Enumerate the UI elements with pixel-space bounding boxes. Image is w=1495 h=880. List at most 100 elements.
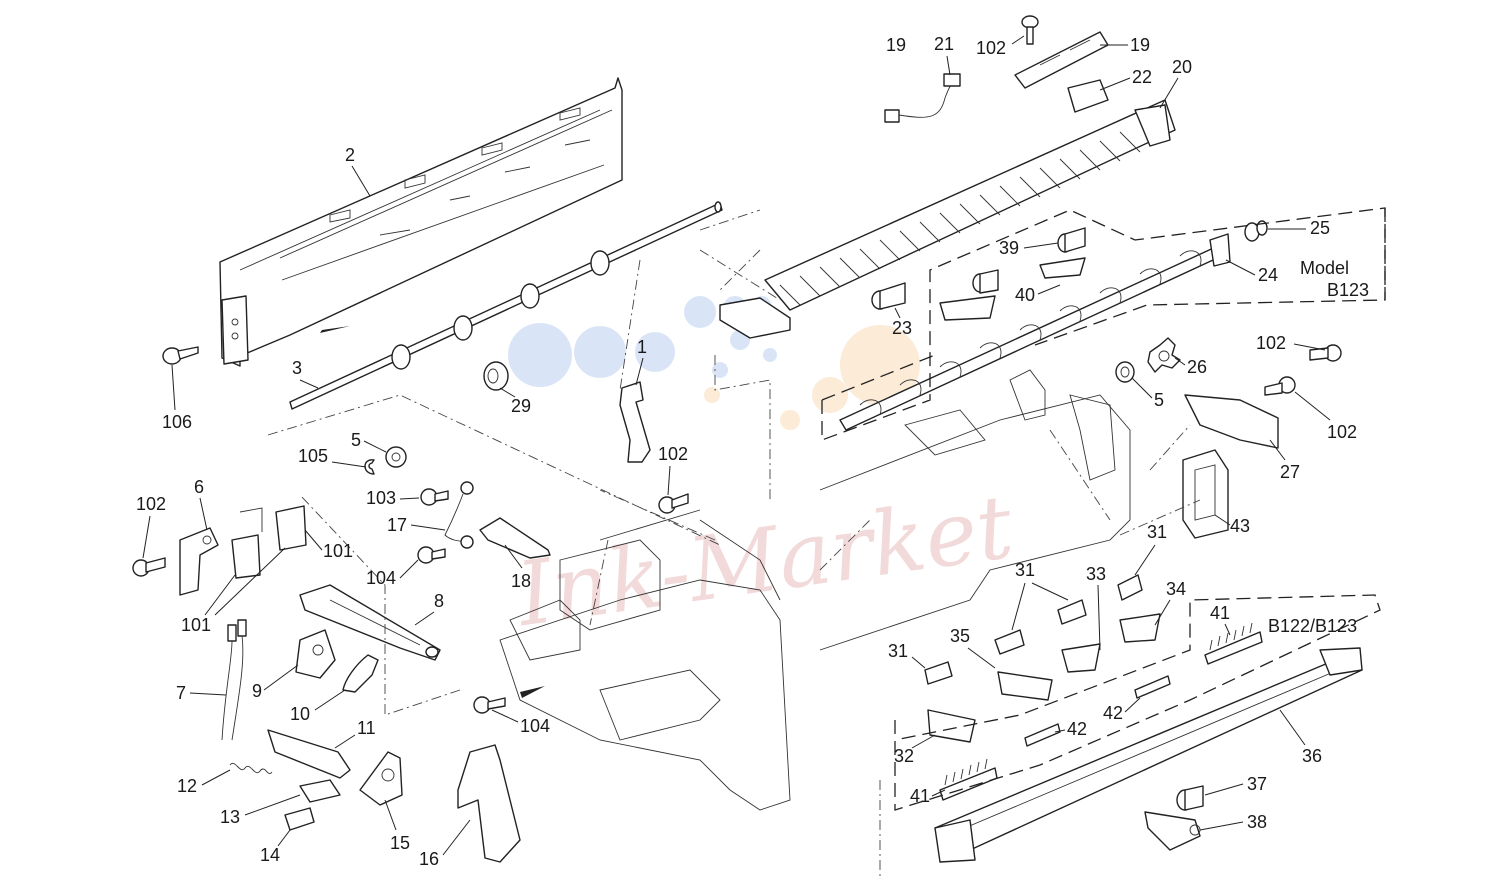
callout-101-left: 101 [181,615,211,635]
callout-101-right: 101 [323,541,353,561]
callout-11: 11 [357,718,376,738]
callout-42-b: 42 [1067,719,1087,739]
callout-24: 24 [1258,265,1278,285]
part-1-actuator [619,381,651,463]
part-17-ground-wire [444,481,474,549]
part-21-harness [884,73,961,123]
callout-9: 9 [252,681,262,701]
callout-29: 29 [511,396,531,416]
callout-39: 39 [999,238,1019,258]
main-frame [499,369,1131,811]
callout-17: 17 [387,515,407,535]
part-27-bracket [1184,394,1279,449]
part-15-cam [359,751,403,806]
part-41-brush-b [939,758,998,801]
model-label: Model [1300,258,1349,278]
callout-38: 38 [1247,812,1267,832]
watermark: Ink-Market [508,296,1019,646]
construction-lines [267,209,1201,880]
part-8-guide [299,584,441,661]
part-5-bushing-right [1115,361,1135,383]
callout-104-center: 104 [520,716,550,736]
callout-21: 21 [934,34,954,54]
part-102-screw-right-a [1309,344,1342,362]
callout-7: 7 [176,683,186,703]
callout-103: 103 [366,488,396,508]
part-101-switch-b [275,505,307,551]
part-37-roller [1176,785,1204,811]
callout-41-bottom: 41 [910,786,930,806]
part-23-roller [871,282,906,310]
callout-25: 25 [1310,218,1330,238]
callout-12: 12 [177,776,197,796]
callout-26: 26 [1187,357,1207,377]
callout-27: 27 [1280,462,1300,482]
callout-40: 40 [1015,285,1035,305]
part-24-ribbed-shaft [839,233,1231,431]
callout-10: 10 [290,704,310,724]
part-26-star-gear [1147,337,1181,373]
callout-15: 15 [390,833,410,853]
callout-42-a: 42 [1103,703,1123,723]
callout-33: 33 [1086,564,1106,584]
callout-18: 18 [511,571,531,591]
callout-102-right-b: 102 [1327,422,1357,442]
part-6-bracket [179,527,219,596]
dashed-group-model-b123 [821,207,1386,441]
part-31-roller-a [1117,574,1161,643]
callout-104-left: 104 [366,568,396,588]
callout-102-top: 102 [976,38,1006,58]
callout-19-right: 19 [1130,35,1150,55]
callout-2: 2 [345,145,355,165]
part-9-actuator [295,629,336,679]
part-3-feed-shaft [289,201,723,410]
part-31-roller-c [994,629,1053,701]
callout-3: 3 [292,358,302,378]
part-39-roller [1039,227,1086,279]
part-12-spring [229,762,273,774]
callout-8: 8 [434,591,444,611]
callout-34: 34 [1166,579,1186,599]
callout-102-center: 102 [658,444,688,464]
callout-35: 35 [950,626,970,646]
callout-105: 105 [298,446,328,466]
watermark-text: Ink-Market [509,475,1019,647]
part-42-brush-a [1134,675,1171,699]
callout-37: 37 [1247,774,1267,794]
box-labels: Model B123 B122/B123 [1268,258,1369,636]
callout-23: 23 [892,318,912,338]
callout-14: 14 [260,845,280,865]
part-31-roller-b [1057,599,1101,673]
callout-36: 36 [1302,746,1322,766]
part-102-screw-top [1021,15,1039,45]
part-22-sensor [1067,79,1109,113]
part-36-guide-plate [934,647,1363,863]
part-103-screw [420,488,449,506]
callout-41-top: 41 [1210,603,1230,623]
callout-20: 20 [1172,57,1192,77]
callout-32: 32 [894,746,914,766]
part-104-screw-left [417,546,446,564]
callout-6: 6 [194,477,204,497]
callout-5-left: 5 [351,430,361,450]
part-38-bracket [1144,811,1201,851]
part-102-screw-center [658,493,689,514]
callout-106: 106 [162,412,192,432]
model-b123-label: B123 [1327,280,1369,300]
part-11-holder [267,729,351,779]
part-10-lever [342,654,379,693]
part-42-brush-b [1024,723,1061,747]
part-106-screw [162,346,199,365]
part-13-link [299,779,341,803]
callout-22: 22 [1132,67,1152,87]
callout-16: 16 [419,849,439,869]
part-29-collar [483,361,509,391]
callout-13: 13 [220,807,240,827]
callout-102-right-a: 102 [1256,333,1286,353]
callout-31-b: 31 [1015,560,1035,580]
part-5-bushing-left [385,446,407,468]
callout-5-right: 5 [1154,390,1164,410]
part-18-plate [479,517,551,559]
part-2-upper-guide-bracket [219,77,623,367]
part-20-paper-guide-plate [719,99,1176,339]
